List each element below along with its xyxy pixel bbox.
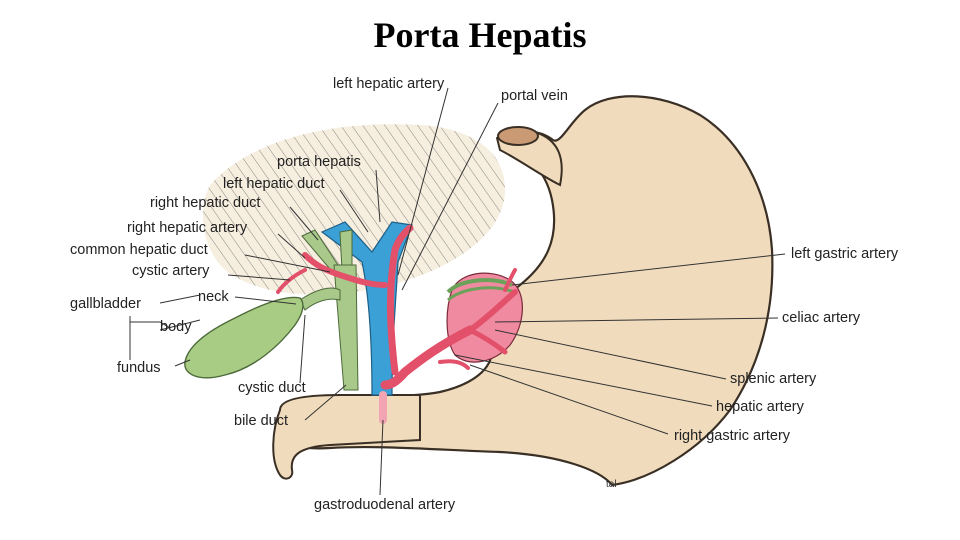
label-bile-duct: bile duct (234, 413, 288, 429)
label-hepatic-artery: hepatic artery (716, 399, 805, 415)
label-portal-vein: portal vein (501, 88, 568, 104)
label-common-hepatic-duct: common hepatic duct (70, 242, 208, 258)
label-right-hepatic-duct: right hepatic duct (150, 195, 260, 211)
bile-ducts (299, 229, 359, 391)
labels: left hepatic artery portal vein porta he… (70, 76, 899, 513)
liver-hatching (203, 124, 505, 295)
label-cystic-artery: cystic artery (132, 263, 210, 279)
label-gastroduodenal-artery: gastroduodenal artery (314, 497, 456, 513)
leader-lines (129, 87, 786, 496)
label-splenic-artery: splenic artery (730, 371, 817, 387)
label-left-hepatic-artery: left hepatic artery (333, 76, 445, 92)
arteries (276, 224, 518, 424)
label-right-hepatic-artery: right hepatic artery (127, 220, 248, 236)
label-right-gastric-artery: right gastric artery (674, 428, 791, 444)
label-fundus: fundus (117, 360, 161, 376)
duodenum (272, 394, 421, 480)
label-left-hepatic-duct: left hepatic duct (223, 176, 325, 192)
esophagus-opening (497, 126, 539, 146)
gallbladder (184, 296, 304, 379)
label-gallbladder: gallbladder (70, 296, 141, 312)
label-cystic-duct: cystic duct (238, 380, 306, 396)
illustrator-signature: tal (606, 479, 617, 490)
label-left-gastric-artery: left gastric artery (791, 246, 899, 262)
label-neck: neck (198, 289, 229, 305)
label-celiac-artery: celiac artery (782, 310, 861, 326)
liver-surface (203, 124, 505, 295)
page-title: Porta Hepatis (373, 15, 587, 55)
label-body: body (160, 319, 192, 335)
label-porta-hepatis: porta hepatis (277, 154, 361, 170)
